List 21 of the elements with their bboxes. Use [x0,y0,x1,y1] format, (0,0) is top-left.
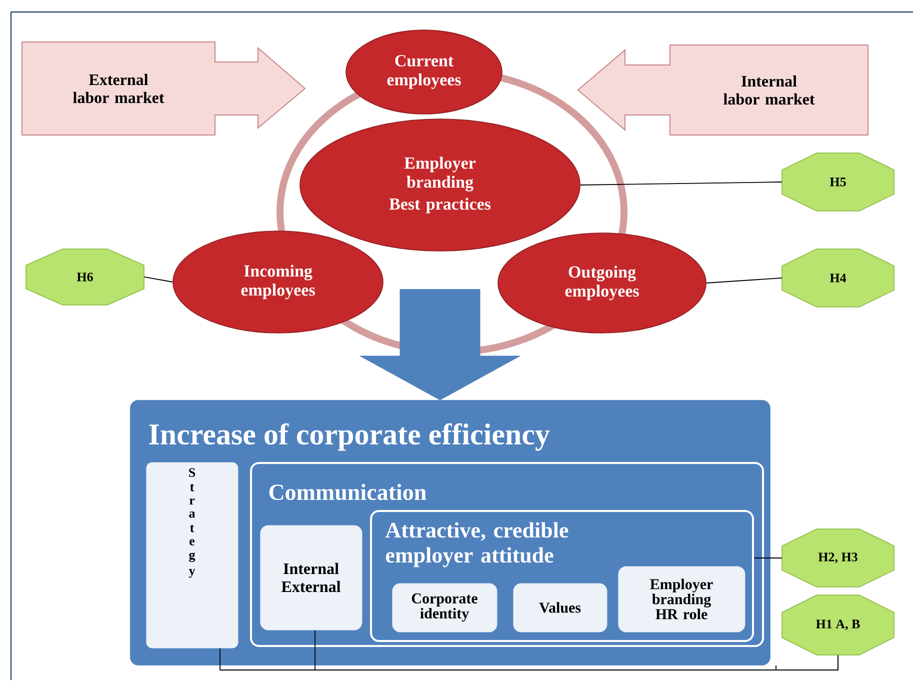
block-arrow [360,289,520,400]
octagon-badge: H2, H3 [782,528,894,588]
arrow-box: External labor market [22,42,306,136]
text-box: Corporate identity [392,583,498,632]
arrow-box: Internal labor market [577,44,868,136]
text-box: Values [513,583,608,632]
octagon-badge: H1 A, B [782,594,894,656]
connector-line [776,654,838,670]
octagon-badge: H4 [782,248,894,308]
octagon-badge: H5 [782,152,894,212]
ellipse-node: Incoming employees [172,230,384,334]
connector-line [144,276,174,282]
connector-line [580,182,782,186]
text-box: Internal External [260,525,362,630]
ellipse-node: Employer branding Best practices [300,118,580,252]
ellipse-node: Current employees [346,30,502,114]
strategy-box: Strategy [146,462,238,648]
octagon-badge: H6 [26,248,144,306]
connector-line [706,278,782,284]
ellipse-node: Outgoing employees [498,232,706,334]
text-box: Employer branding HR role [618,566,746,632]
